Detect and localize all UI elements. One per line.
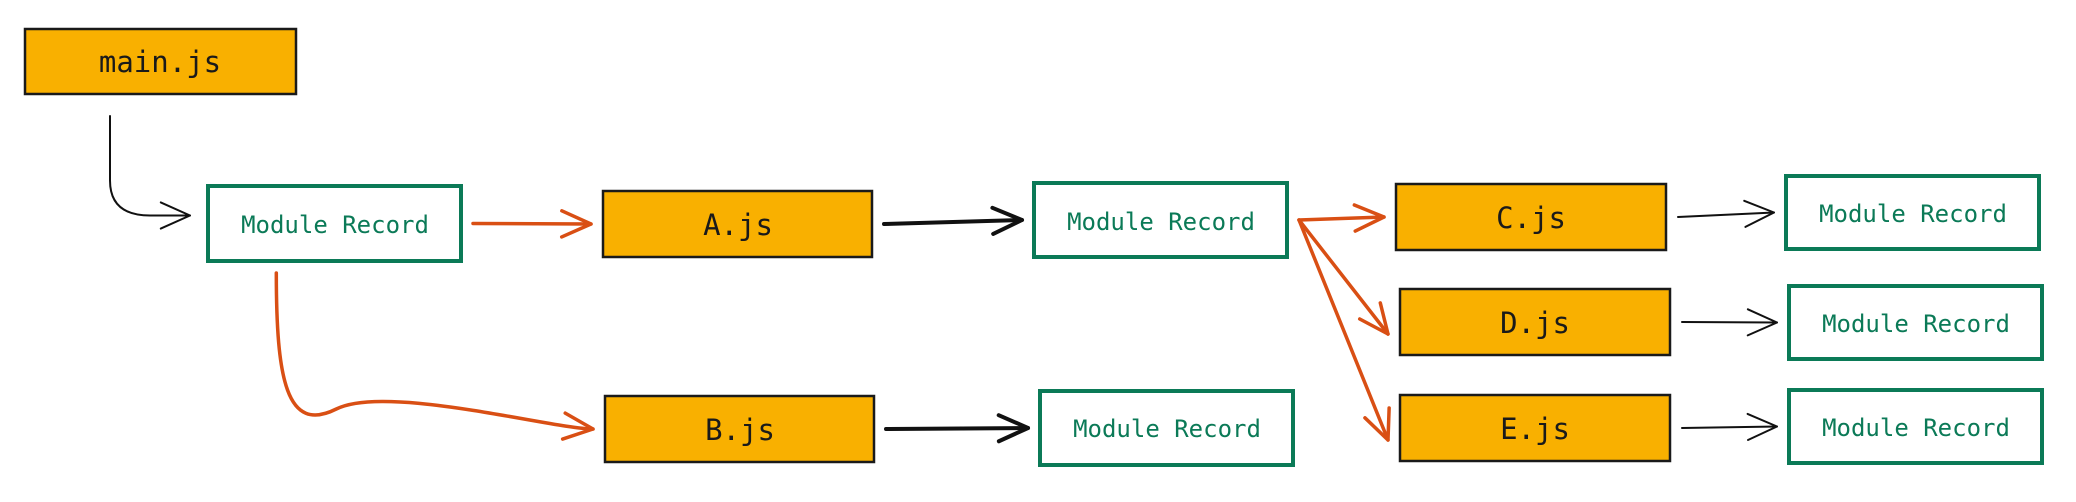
node-a-js: A.js [601, 189, 874, 259]
edge-line [884, 426, 1030, 431]
node-d-js: D.js [1398, 287, 1672, 357]
arrow-head-icon [1746, 308, 1778, 337]
node-module-record-main-label: Module Record [241, 211, 429, 239]
node-d-js-label: D.js [1500, 306, 1570, 340]
node-module-record-a-label: Module Record [1067, 208, 1255, 236]
arrow-head-icon [1352, 203, 1386, 233]
arrow-head-icon [159, 201, 191, 230]
node-b-js-box [603, 394, 876, 464]
node-b-js-label: B.js [705, 413, 775, 447]
node-module-record-d-box [1787, 284, 2044, 361]
edge-line [882, 218, 1024, 226]
node-module-record-b-label: Module Record [1073, 415, 1261, 443]
node-a-js-label: A.js [703, 208, 773, 242]
node-a-js-box [601, 189, 874, 259]
arrow-head-icon [1743, 199, 1775, 228]
edge-record_a-to-e [1297, 218, 1391, 442]
arrow-head-icon [1746, 412, 1778, 442]
node-module-record-b: Module Record [1038, 389, 1295, 467]
nodes-layer: main.js Module Record A.js Module Record… [23, 27, 2044, 467]
node-e-js: E.js [1398, 393, 1672, 463]
edge-line [274, 271, 595, 431]
node-c-js-box [1394, 182, 1668, 252]
node-b-js: B.js [603, 394, 876, 464]
edge-line [1297, 218, 1390, 336]
edge-c-to-record_c [1677, 199, 1775, 228]
node-module-record-main-box [206, 184, 463, 263]
edge-line [471, 221, 593, 226]
node-main-js-box [23, 27, 298, 96]
edge-d-to-record_d [1681, 308, 1778, 337]
edge-line [1681, 425, 1778, 429]
node-main-js-label: main.js [99, 45, 221, 79]
edge-main-to-record_main [109, 115, 191, 230]
edges-layer [109, 115, 1778, 444]
arrow-head-icon [559, 209, 593, 239]
edge-e-to-record_e [1681, 412, 1778, 442]
edge-record_a-to-d [1297, 218, 1390, 336]
node-main-js: main.js [23, 27, 298, 96]
node-module-record-d-label: Module Record [1822, 310, 2010, 338]
node-module-record-a: Module Record [1032, 181, 1289, 259]
edge-line [1677, 211, 1775, 218]
arrow-head-icon [560, 411, 595, 441]
node-e-js-label: E.js [1500, 412, 1570, 446]
arrow-head-icon [996, 413, 1030, 444]
node-module-record-c-label: Module Record [1819, 200, 2007, 228]
node-module-record-e-label: Module Record [1822, 414, 2010, 442]
edge-b-to-record_b [884, 413, 1030, 444]
node-module-record-e-box [1787, 388, 2044, 465]
node-module-record-c-box [1784, 174, 2041, 251]
edge-record_main-to-a [471, 209, 593, 239]
edge-record_main-to-b [274, 271, 595, 441]
node-e-js-box [1398, 393, 1672, 463]
node-module-record-a-box [1032, 181, 1289, 259]
arrow-head-icon [1363, 406, 1391, 442]
node-module-record-d: Module Record [1787, 284, 2044, 361]
node-d-js-box [1398, 287, 1672, 357]
node-module-record-c: Module Record [1784, 174, 2041, 251]
edge-a-to-record_a [882, 205, 1024, 236]
node-c-js: C.js [1394, 182, 1668, 252]
edge-record_a-to-c [1297, 203, 1386, 233]
edge-line [1297, 215, 1386, 222]
arrow-head-icon [990, 205, 1024, 236]
node-module-record-b-box [1038, 389, 1295, 467]
edge-line [1297, 218, 1390, 442]
arrow-head-icon [1357, 301, 1390, 336]
node-module-record-e: Module Record [1787, 388, 2044, 465]
node-module-record-main: Module Record [206, 184, 463, 263]
edge-line [109, 115, 191, 217]
node-c-js-label: C.js [1496, 201, 1566, 235]
edge-line [1681, 321, 1778, 324]
